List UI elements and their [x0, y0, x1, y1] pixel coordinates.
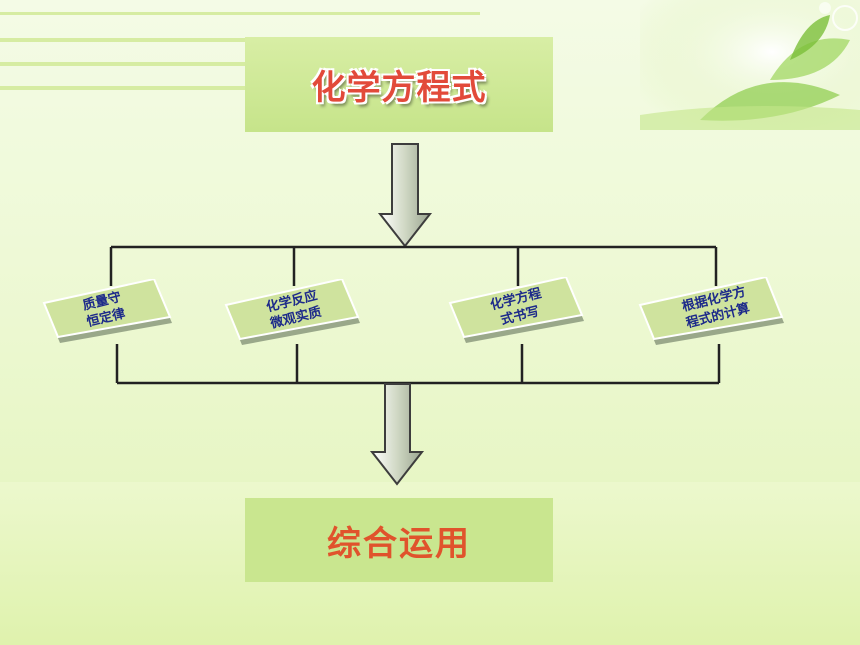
leaf-decoration-icon	[640, 0, 860, 130]
card-slab	[448, 277, 584, 343]
stripe	[0, 12, 480, 15]
card-slab	[638, 277, 784, 345]
topic-card: 化学反应 微观实质	[224, 279, 360, 345]
application-box: 综合运用	[245, 498, 553, 582]
stripe	[0, 38, 245, 42]
down-arrow-icon	[377, 143, 433, 248]
diagram-title: 化学方程式	[311, 68, 487, 108]
topic-card: 化学方程 式书写	[448, 277, 584, 343]
down-arrow-icon	[369, 383, 425, 486]
title-box: 化学方程式	[245, 37, 553, 132]
card-slab	[42, 279, 172, 343]
topic-card: 质量守 恒定律	[42, 279, 172, 343]
card-slab	[224, 279, 360, 345]
topic-card: 根据化学方 程式的计算	[638, 277, 784, 345]
stripe	[0, 62, 245, 66]
stripe	[0, 86, 245, 90]
application-label: 综合运用	[327, 523, 471, 564]
